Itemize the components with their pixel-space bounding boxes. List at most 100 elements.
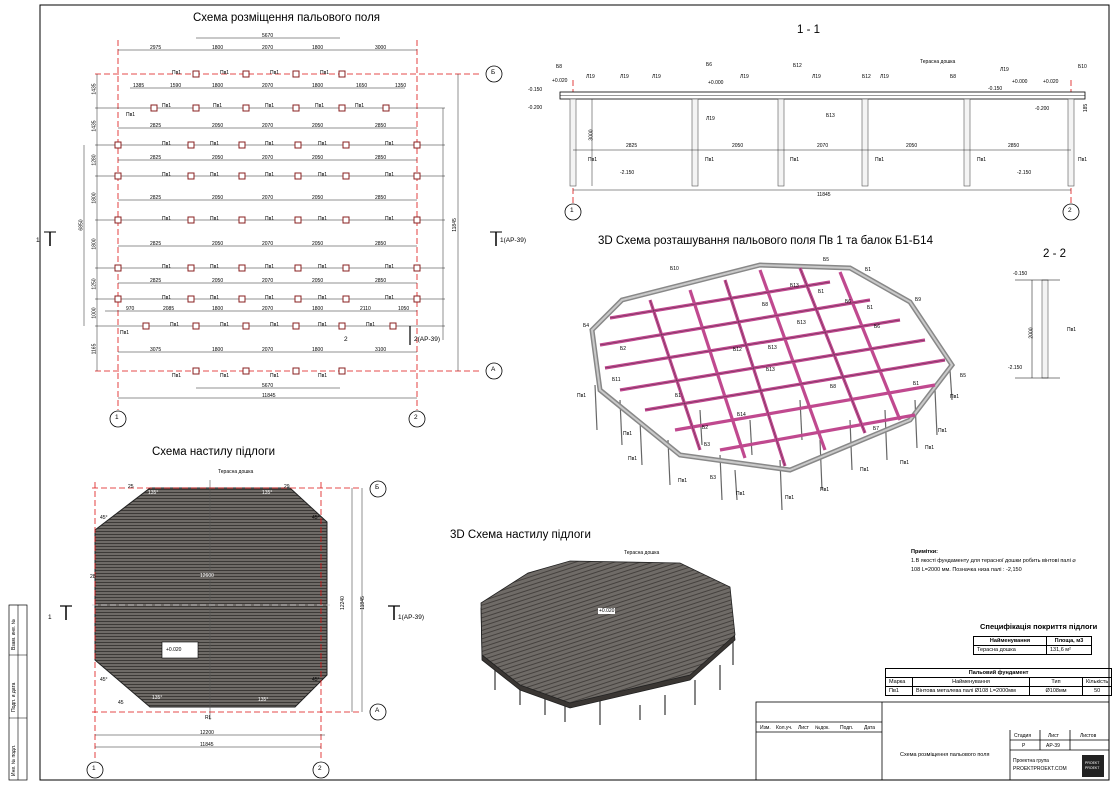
- b3d-label: Б1: [867, 305, 874, 311]
- floor-axis-2-label: 2: [318, 765, 322, 772]
- s11-joist: Л19: [740, 74, 749, 80]
- pile-spec-type: Ø108мм: [1029, 686, 1083, 696]
- floor-angle: 45°: [100, 677, 108, 683]
- stamp-sheet: АР-39: [1046, 743, 1060, 749]
- section-axis-1-label: 1: [570, 207, 574, 214]
- stamp-col: Изм.: [760, 725, 771, 731]
- plan-v-step-3: 1280: [91, 154, 98, 166]
- plan-dim-r2-2: 1590: [170, 83, 182, 89]
- b3d-label: Б5: [823, 257, 830, 263]
- stamp-col: Подп.: [840, 725, 854, 731]
- plan-v-step-1: 1435: [91, 83, 98, 95]
- plan-dim-l6: 2110: [360, 306, 371, 312]
- plan-dim-m2b: 2050: [212, 155, 224, 161]
- pile-label: Пв1: [736, 491, 746, 497]
- b3d-label: Б2: [620, 346, 627, 352]
- plan-dim-b4: 1800: [312, 347, 324, 353]
- pile-spec-h4: Кількість: [1081, 677, 1113, 687]
- s11-level: +0.020: [552, 78, 568, 84]
- plan-dim-r2-1: 1385: [133, 83, 145, 89]
- plan-dim-m5c: 2850: [375, 195, 387, 201]
- stamp-sheet-h: Лист: [1048, 733, 1059, 739]
- s11-level: -2.150: [1017, 170, 1032, 176]
- plan-dim-m4c: 2050: [312, 195, 324, 201]
- pile-label: Пв1: [126, 112, 136, 118]
- cut-2-label: 2: [344, 336, 348, 343]
- s11-joist: Л19: [586, 74, 595, 80]
- plan-dim-m5e: 2850: [375, 278, 387, 284]
- s11-level: +0.020: [1043, 79, 1059, 85]
- b3d-label: Б7: [873, 426, 880, 432]
- view-3d-piles-title: 3D Схема розташування пальового поля Пв …: [598, 235, 933, 247]
- pile-label: Пв1: [318, 295, 328, 301]
- floor-dim-side2: 11845: [359, 596, 366, 610]
- plan-v-step-7: 1000: [91, 307, 98, 319]
- notes-line2: 108 L=2000 мм. Позначка низа палі : -2,1…: [911, 567, 1022, 573]
- plan-dim-m4e: 2050: [312, 278, 324, 284]
- floor-angle: 135°: [262, 490, 273, 496]
- section-1-1-title: 1 - 1: [797, 24, 821, 36]
- b3d-label: Б2: [702, 425, 709, 431]
- deck-spec-h2: Площа, м3: [1046, 636, 1092, 646]
- company-logo: [1082, 755, 1104, 777]
- s11-beam: Б8: [556, 64, 563, 70]
- stamp-sheet-title: Схема розміщення пальового поля: [900, 752, 990, 758]
- axis-a-label: А: [491, 366, 496, 373]
- plan-top-total: 5670: [262, 33, 274, 39]
- cut-2-right: 2(АР-39): [414, 336, 441, 343]
- plan-dim-b5: 3100: [375, 347, 387, 353]
- pile-label: Пв1: [162, 295, 172, 301]
- pile-label: Пв1: [1078, 157, 1088, 163]
- b3d-label: Б13: [766, 367, 775, 373]
- s22-bottom: -2.150: [1008, 365, 1023, 371]
- pile-spec-qty: 50: [1081, 686, 1113, 696]
- pile-label: Пв1: [385, 216, 395, 222]
- floor-rl: RL: [205, 715, 212, 721]
- b3d-label: Б8: [762, 302, 769, 308]
- pile-label: Пв1: [210, 141, 220, 147]
- plan-dim-l4: 2070: [262, 306, 274, 312]
- b3d-label: Б9: [915, 297, 922, 303]
- stamp-company1: Проектна група: [1013, 758, 1049, 764]
- s11-level: +0.000: [708, 80, 724, 86]
- plan-dim-t2: 1800: [212, 45, 224, 51]
- pile-label: Пв1: [162, 141, 172, 147]
- side-stamp-3: Инв. № подл.: [11, 744, 17, 776]
- plan-dim-m5d: 2850: [375, 241, 387, 247]
- s11-level: -0.200: [1035, 106, 1050, 112]
- plan-dim-b1: 3075: [150, 347, 162, 353]
- side-stamp-1: Взам. инв. №: [11, 619, 17, 650]
- pile-spec-h3: Тип: [1029, 677, 1083, 687]
- plan-dim-m4: 2050: [312, 123, 324, 129]
- s11-level: -2.150: [620, 170, 635, 176]
- axis-1-label: 1: [115, 414, 119, 421]
- pile-label: Пв1: [785, 495, 795, 501]
- pile-label: Пв1: [678, 478, 688, 484]
- b3d-label: Б13: [797, 320, 806, 326]
- floor-chamfer: 29: [284, 484, 290, 490]
- pile-label: Пв1: [900, 460, 910, 466]
- pile-label: Пв1: [790, 157, 800, 163]
- stamp-stage: Р: [1022, 743, 1026, 749]
- section-2-2-drawing: [1015, 279, 1060, 379]
- plan-dim-m2: 2050: [212, 123, 224, 129]
- b3d-label: Б11: [612, 377, 621, 383]
- pile-spec-h2: Найменування: [912, 677, 1030, 687]
- pile-label: Пв1: [172, 70, 182, 76]
- pile-label: Пв1: [385, 172, 395, 178]
- pile-label: Пв1: [265, 216, 275, 222]
- floor-axis-1-label: 1: [92, 765, 96, 772]
- pile-label: Пв1: [162, 264, 172, 270]
- plan-dim-m3b: 2070: [262, 155, 274, 161]
- pile-label: Пв1: [820, 487, 830, 493]
- s11-joist: Л19: [706, 116, 715, 122]
- pile-label: Пв1: [270, 70, 280, 76]
- plan-dim-t4: 1800: [312, 45, 324, 51]
- floor-cut-left: 1: [48, 614, 52, 621]
- plan-dim-r2-6: 1650: [356, 83, 368, 89]
- pile-label: Пв1: [318, 373, 328, 379]
- deck-spec-table: Найменування Площа, м3 Терасна дошка 131…: [973, 636, 1092, 655]
- pile-label: Пв1: [270, 322, 280, 328]
- s11-dim: 2050: [906, 143, 918, 149]
